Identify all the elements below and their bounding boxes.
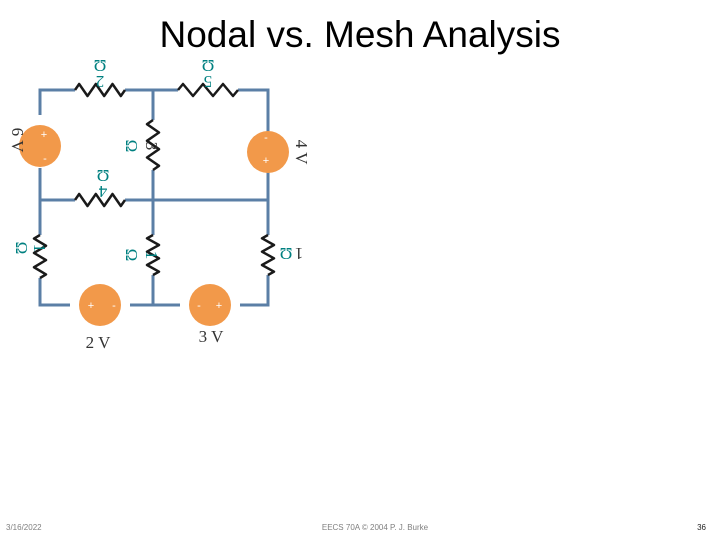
footer-date: 3/16/2022 <box>6 523 42 532</box>
wire-top-right <box>238 88 270 140</box>
label-r_top_right-unit: Ω <box>202 56 215 75</box>
source-3v-minus: - <box>197 300 201 312</box>
source-3v-plus: + <box>216 300 222 312</box>
resistor-top-right <box>177 82 239 98</box>
label-source-3v: 3 V <box>199 327 224 346</box>
source-2v: +- <box>79 284 121 326</box>
source-4v-body <box>247 131 289 173</box>
resistor-left <box>32 233 48 280</box>
label-r_top_right-value: 5 <box>204 72 213 91</box>
label-r_right-value: 1 <box>295 244 304 263</box>
source-6v-minus: - <box>43 153 47 165</box>
source-4v-minus: - <box>264 132 268 144</box>
source-4v: +- <box>247 131 289 173</box>
label-r_center_low-unit: Ω <box>122 249 141 262</box>
resistor-right <box>260 233 276 277</box>
source-2v-plus: + <box>88 300 94 312</box>
label-r_top_left-unit: Ω <box>94 56 107 75</box>
label-r_center-value: 3 <box>142 142 161 151</box>
page-number: 36 <box>697 523 706 532</box>
label-source-4v: 4 V <box>292 140 311 165</box>
circuit-sources: +-+-+-+- <box>19 125 289 326</box>
wire-right-lower <box>240 275 270 307</box>
resistor-mid-horizontal <box>73 192 127 208</box>
slide-title: Nodal vs. Mesh Analysis <box>159 14 561 55</box>
source-2v-minus: - <box>112 300 116 312</box>
source-6v-plus: + <box>41 129 47 141</box>
label-r_mid_horizontal-value: 4 <box>98 182 107 201</box>
footer-credit: EECS 70A © 2004 P. J. Burke <box>321 523 429 532</box>
source-6v-body <box>19 125 61 167</box>
source-2v-body <box>79 284 121 326</box>
label-source-2v: 2 V <box>86 333 111 352</box>
label-r_mid_horizontal-unit: Ω <box>97 166 110 185</box>
source-3v-body <box>189 284 231 326</box>
source-3v: +- <box>189 284 231 326</box>
label-r_left-value: 1 <box>30 244 49 253</box>
label-r_top_left-value: 2 <box>96 72 105 91</box>
circuit-resistors <box>32 82 276 280</box>
label-source-6v: 6 V <box>8 128 27 153</box>
resistor-center-low <box>145 233 161 277</box>
label-r_left-unit: Ω <box>12 242 31 255</box>
circuit-wires <box>38 88 270 307</box>
resistor-center <box>145 118 161 172</box>
label-r_center_low-value: 1 <box>142 251 161 260</box>
source-6v: +- <box>19 125 61 167</box>
label-r_center-unit: Ω <box>122 140 141 153</box>
label-r_right-unit: Ω <box>280 244 293 263</box>
resistor-top-left <box>73 82 127 98</box>
source-4v-plus: + <box>263 155 269 167</box>
wire-left-lower <box>38 278 70 307</box>
wire-top-left <box>38 88 75 115</box>
